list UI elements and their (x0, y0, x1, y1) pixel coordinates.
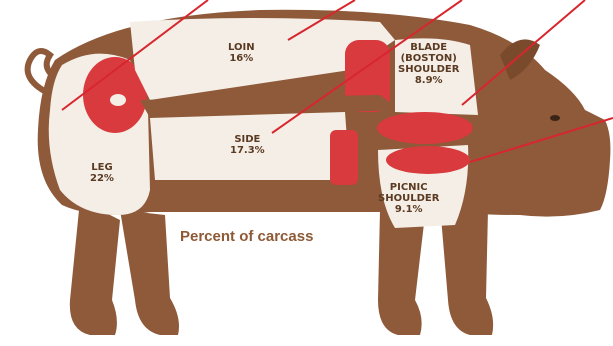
blade-name-line-3: SHOULDER (398, 64, 459, 75)
side-name: SIDE (230, 134, 265, 145)
leg-bone (110, 94, 126, 106)
loin-percent: 16% (228, 53, 255, 64)
blade-meat (377, 112, 473, 144)
picnic-percent: 9.1% (378, 204, 439, 215)
blade-percent: 8.9% (398, 75, 459, 86)
picnic-shoulder-label: PICNIC SHOULDER 9.1% (378, 182, 439, 215)
side-percent: 17.3% (230, 145, 265, 156)
picnic-name-line-2: SHOULDER (378, 193, 439, 204)
diagram-caption: Percent of carcass (180, 228, 313, 245)
blade-name-line-1: BLADE (398, 42, 459, 53)
leg-label: LEG 22% (90, 162, 114, 184)
picnic-name-line-1: PICNIC (378, 182, 439, 193)
picnic-meat (386, 146, 470, 174)
blade-shoulder-label: BLADE (BOSTON) SHOULDER 8.9% (398, 42, 459, 86)
leg-percent: 22% (90, 173, 114, 184)
pig-eye (550, 115, 560, 121)
leg-name: LEG (90, 162, 114, 173)
blade-name-line-2: (BOSTON) (398, 53, 459, 64)
side-label: SIDE 17.3% (230, 134, 265, 156)
loin-label: LOIN 16% (228, 42, 255, 64)
loin-name: LOIN (228, 42, 255, 53)
side-meat (330, 130, 358, 185)
